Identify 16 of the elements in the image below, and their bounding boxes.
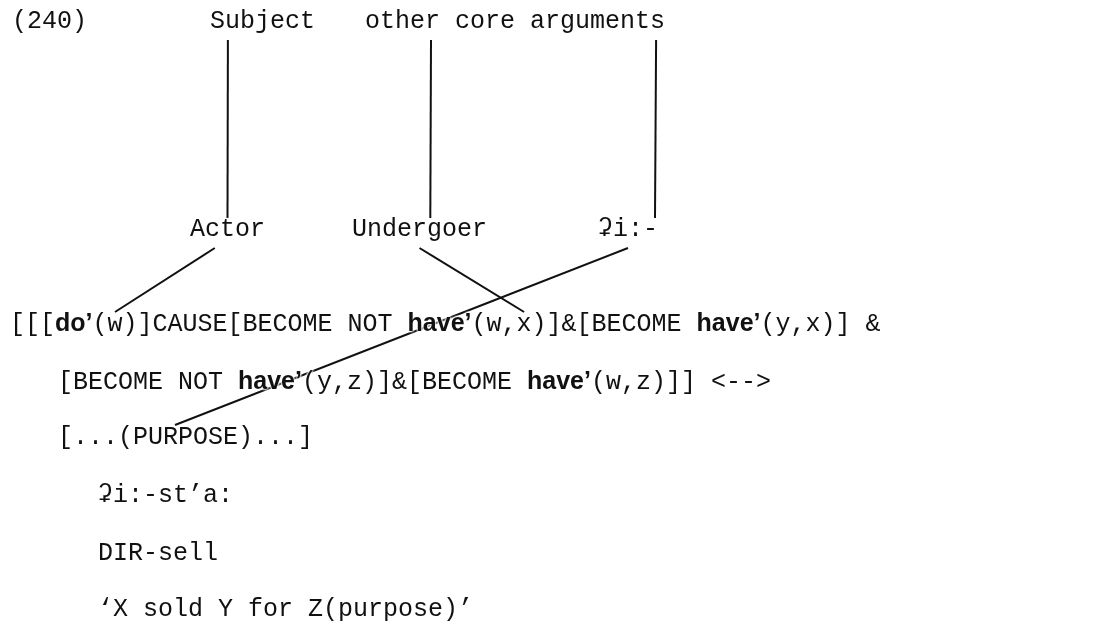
semantic-role-label: Actor [190,216,265,244]
example-number: (240) [12,8,87,36]
leader-line [174,247,629,426]
translation: ‘X sold Y for Z(purpose)’ [98,596,474,624]
leader-line [226,39,229,219]
leader-line [654,39,658,219]
grammatical-relation-label: other core arguments [365,8,666,36]
leader-line [418,247,526,313]
leader-line [429,39,432,219]
grammatical-relation-label: Subject [210,8,316,36]
logical-structure-line: [...(PURPOSE)...] [58,424,314,452]
semantic-role-label: Undergoer [352,216,488,244]
semantic-role-label: ʡi:- [598,216,658,244]
verb-form: ʡi:-st’a: [98,482,234,510]
leader-line [114,247,216,313]
morpheme-gloss: DIR-sell [98,540,219,568]
